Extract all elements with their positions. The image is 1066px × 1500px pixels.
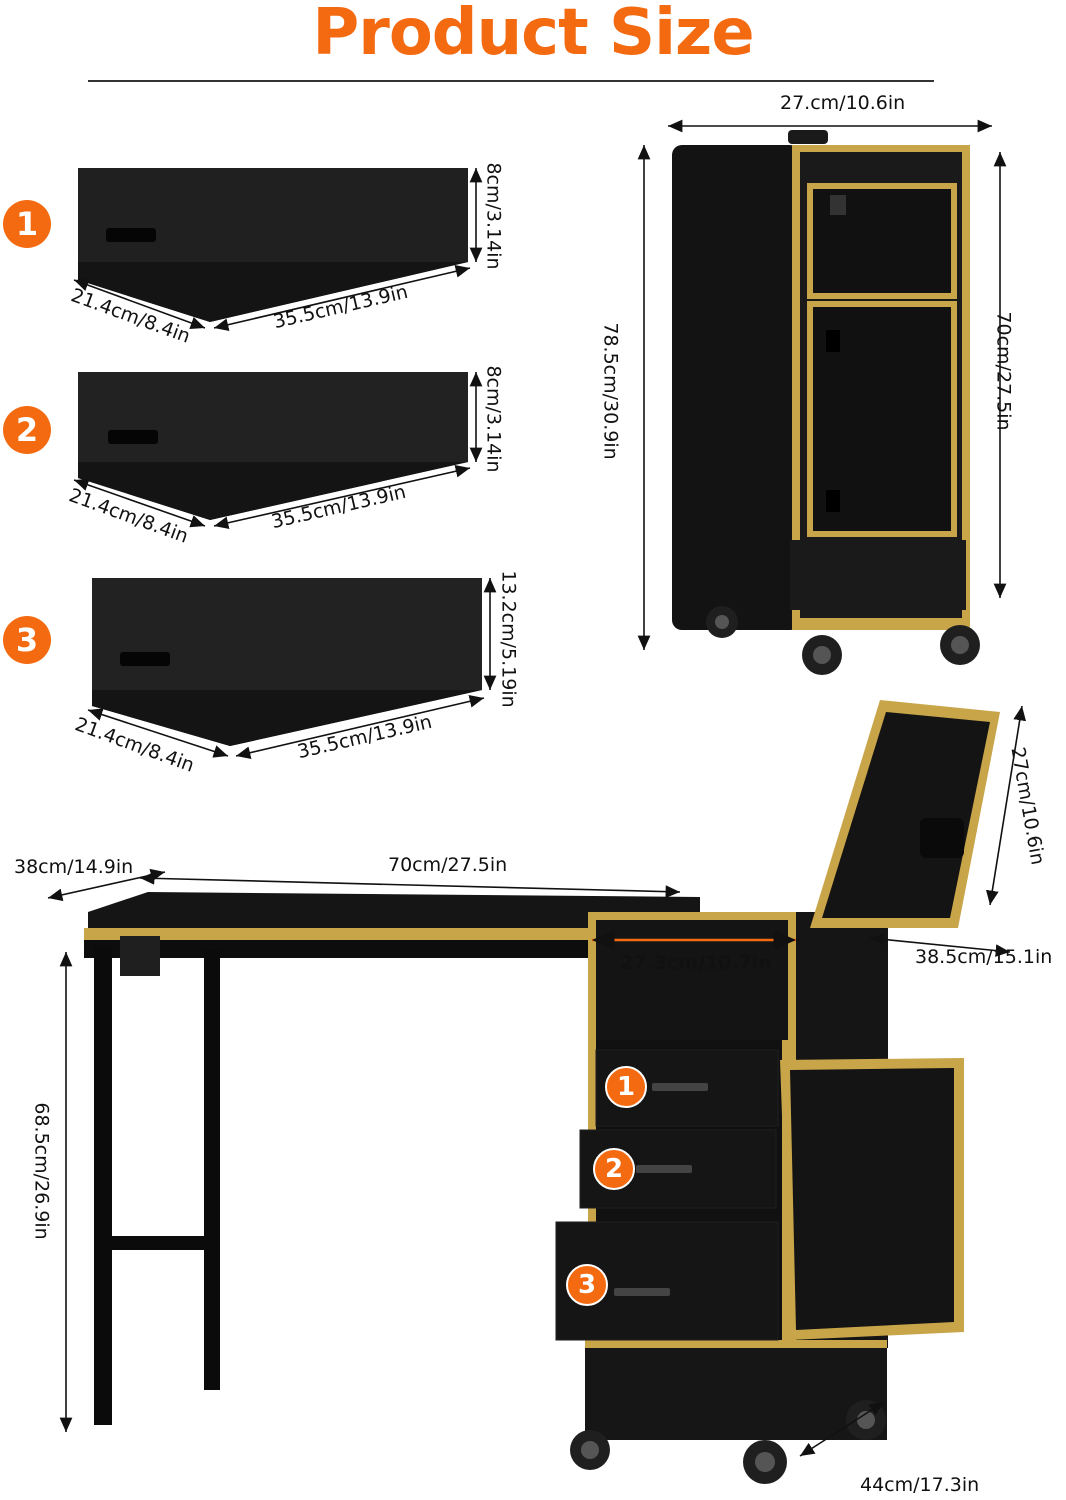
base-depth: 44cm/17.3in [860, 1474, 980, 1496]
drawer-badge-1: 1 [3, 200, 51, 248]
drawer-3-height: 13.2cm/5.19in [497, 570, 520, 708]
title-underline [88, 80, 934, 82]
inner-width: 27.3cm/10.7in [620, 952, 772, 974]
drawer-box-1 [78, 168, 468, 322]
table-length: 70cm/27.5in [388, 854, 508, 876]
drawer-badge-3: 3 [3, 616, 51, 664]
closed-case [672, 130, 980, 675]
drawer-2-height: 8cm/3.14in [482, 365, 505, 473]
table-drawer-badge-2: 2 [593, 1148, 635, 1190]
open-table [84, 700, 1000, 1484]
case-width: 27.cm/10.6in [780, 92, 906, 114]
page-title: Product Size [312, 0, 754, 70]
drawer-1-height: 8cm/3.14in [482, 162, 505, 270]
table-depth: 38cm/14.9in [14, 856, 134, 878]
drawer-badge-2: 2 [3, 406, 51, 454]
table-drawer-badge-3: 3 [566, 1264, 608, 1306]
case-total-height: 78.5cm/30.9in [599, 322, 622, 460]
leg-height: 68.5cm/26.9in [30, 1102, 53, 1240]
lid-depth: 38.5cm/15.1in [915, 946, 1053, 968]
table-drawer-badge-1: 1 [605, 1066, 647, 1108]
drawer-box-2 [78, 372, 468, 520]
case-body-height: 70cm/27.5in [992, 311, 1015, 431]
